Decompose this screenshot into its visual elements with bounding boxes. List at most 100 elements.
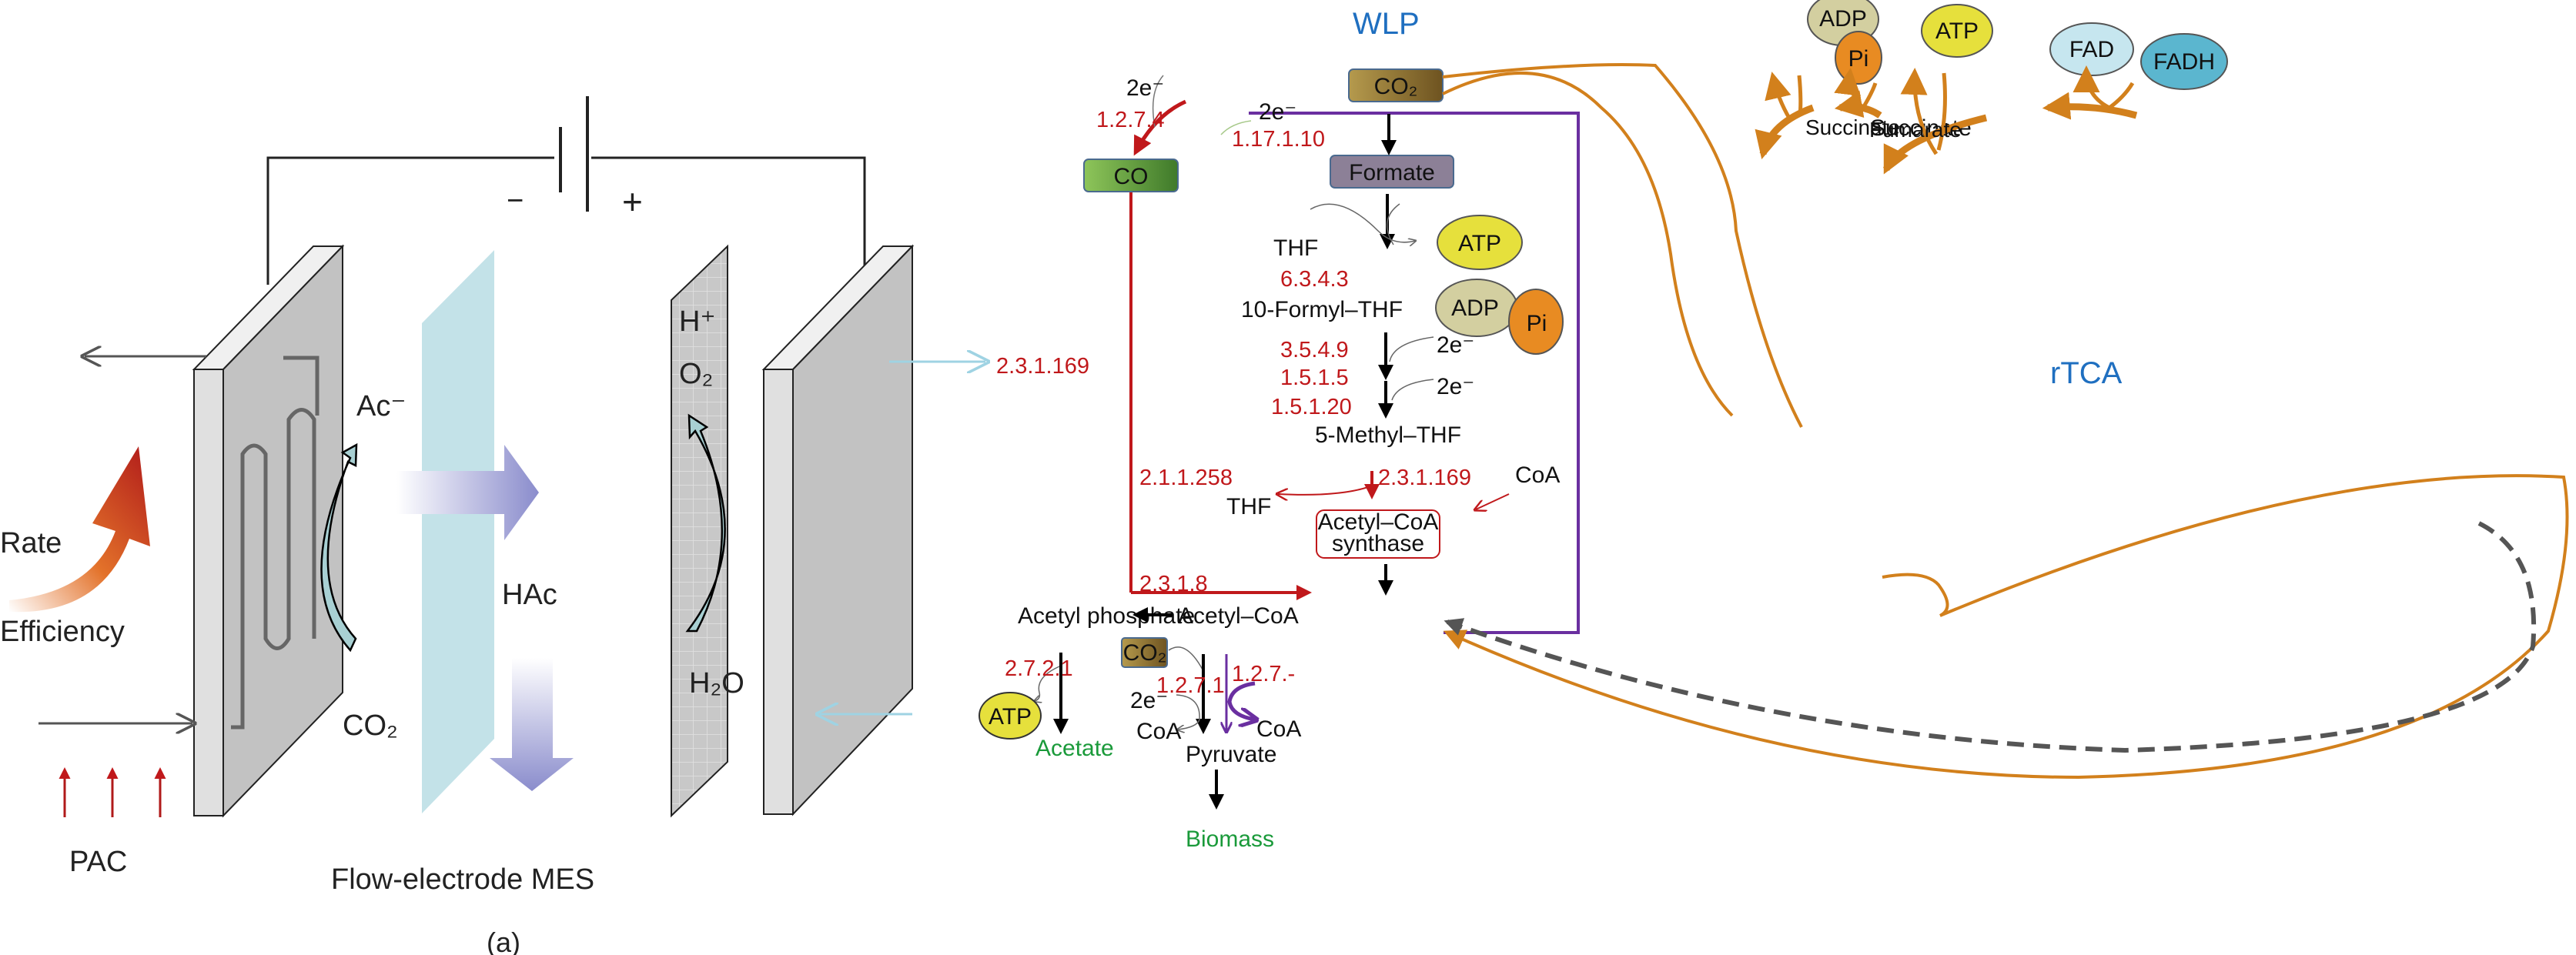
thf-output-label: THF: [1226, 494, 1271, 519]
co2-node-bottom: [1121, 637, 1168, 668]
panel-a-caption: (a): [487, 927, 520, 955]
panel-a: − + Ac⁻ CO₂ HAc H⁺ O₂ H₂O: [0, 96, 985, 955]
adp-pi-release-arrow: [1765, 72, 1792, 121]
electron-label-a: 2e⁻: [1126, 75, 1164, 101]
acetate-label: Acetate: [1035, 736, 1114, 761]
biomass-label: Biomass: [1186, 826, 1274, 852]
serpentine-flow-channel: [231, 356, 319, 730]
acetyl-coa-label: Acetyl–CoA: [1178, 603, 1299, 629]
o2-label: O₂: [679, 358, 713, 390]
panel-a-title: Flow-electrode MES: [331, 863, 594, 896]
ac-reaction-arrow: [320, 442, 358, 653]
ec-3549: 3.5.4.9: [1280, 338, 1349, 362]
acs-node-label-1: Acetyl–CoA: [1318, 509, 1439, 535]
purple-coa-release-arrow: [1227, 681, 1255, 720]
electron-curve-d: [1391, 379, 1434, 401]
ec-6343: 6.3.4.3: [1280, 267, 1349, 292]
ec-1515: 1.5.1.5: [1280, 366, 1349, 390]
atp-node-rtca-label: ATP: [1935, 18, 1979, 44]
ac-minus-label: Ac⁻: [356, 390, 406, 422]
ec-117110: 1.17.1.10: [1232, 127, 1325, 152]
fad-release-main: [2073, 65, 2111, 110]
fad-release-arrow: [1834, 68, 1865, 109]
fadh-input-main: [2108, 82, 2135, 109]
hac-down-arrow: [490, 658, 574, 791]
battery-minus-label: −: [507, 185, 524, 217]
pyruvate-label: Pyruvate: [1186, 742, 1276, 767]
coa-left-label: CoA: [1136, 719, 1181, 744]
ec-15120: 1.5.1.20: [1271, 395, 1352, 419]
electron-label-pyr: 2e⁻: [1130, 688, 1168, 713]
atp-node-wlp-label: ATP: [1458, 231, 1501, 256]
fad-node-label: FAD: [2069, 37, 2114, 62]
ec-1271: 1.2.7.1: [1156, 673, 1225, 698]
adp-node-wlp-label: ADP: [1451, 296, 1499, 321]
thf-input-curve: [1310, 203, 1415, 242]
co2-fixation-curve: [1168, 646, 1203, 670]
circuit-wire-right: [591, 156, 866, 289]
anode-plate: [761, 244, 915, 816]
electron-curve-1274: [1152, 75, 1164, 128]
battery-plus-label: +: [622, 182, 643, 222]
fadh-input-line: [1861, 82, 1878, 109]
ec-211258: 2.1.1.258: [1139, 466, 1233, 490]
methyl-thf-label: 5-Methyl–THF: [1315, 422, 1461, 448]
electron-curve-c: [1389, 336, 1434, 362]
h-plus-label: H⁺: [679, 306, 716, 338]
ec-1274: 1.2.7.4: [1096, 108, 1165, 132]
rate-efficiency-arrow: [9, 446, 150, 613]
atp-node-rtca: [1921, 4, 1993, 58]
adp-node-rtca-label: ADP: [1819, 6, 1867, 32]
electron-label-b: 2e⁻: [1259, 99, 1296, 125]
ec-231169-co: 2.3.1.169: [996, 354, 1089, 379]
electron-label-d: 2e⁻: [1437, 374, 1474, 399]
pi-node-rtca-label: Pi: [1848, 46, 1869, 72]
atp-node-acetate: [979, 692, 1042, 740]
rtca-to-acetylcoa-line: [1443, 474, 2569, 780]
purple-pathway-line: [1249, 112, 1580, 634]
ec-127x: 1.2.7.-: [1232, 662, 1295, 686]
rate-label: Rate: [0, 527, 62, 559]
atp-node-wlp: [1437, 215, 1523, 270]
co-node-label: CO: [1114, 164, 1149, 189]
hac-horizontal-arrow: [396, 445, 539, 540]
acs-node-label-2: synthase: [1332, 531, 1424, 556]
atp-input-line: [1797, 75, 1803, 116]
adp-release-main: [1900, 68, 1939, 155]
anode-mesh: [671, 244, 728, 818]
fumarate-label: Fumarate: [1869, 118, 1962, 142]
membrane: [422, 250, 494, 813]
coa-input-arrow: [1476, 493, 1510, 509]
fumarate-to-succinate-main-arrow: [2042, 92, 2138, 120]
atp-curve: [1386, 203, 1400, 245]
cathode-plate: [192, 244, 345, 818]
co2-to-co-arrow: [1133, 99, 1187, 156]
formyl-thf-label: 10-Formyl–THF: [1241, 297, 1403, 322]
electron-label-c: 2e⁻: [1437, 332, 1474, 358]
formate-node-label: Formate: [1349, 160, 1435, 185]
atp-release-curve: [1035, 666, 1060, 701]
rtca-title: rTCA: [2050, 356, 2123, 390]
atp-input-main: [1936, 72, 1947, 151]
formate-node: [1330, 155, 1454, 189]
succinate-to-succinylcoa-main-arrow: [1882, 114, 1988, 175]
wlp-title: WLP: [1353, 7, 1420, 41]
hac-label: HAc: [502, 579, 557, 611]
water-oxidation-arrow: [685, 413, 726, 633]
ec-2318: 2.3.1.8: [1139, 572, 1208, 596]
panel-b-wlp: WLP CO₂ CO Formate 2e⁻ 1.2.7.4 2e⁻ 1.17.…: [979, 7, 1580, 852]
fadh-node: [2140, 33, 2228, 90]
circuit-wire-left: [266, 156, 554, 285]
co2-to-rtca-line-upper: [1442, 63, 1803, 428]
succinate-to-succinylcoa-arrow: [1755, 104, 1815, 159]
co2-label: CO₂: [343, 710, 398, 742]
pi-node-wlp-label: Pi: [1527, 311, 1547, 336]
efficiency-label: Efficiency: [0, 616, 125, 648]
thf-input-label: THF: [1273, 235, 1318, 261]
co2-node-top-label: CO₂: [1374, 74, 1418, 99]
co2-node-top: [1348, 68, 1444, 102]
coa-input-label: CoA: [1515, 462, 1560, 488]
succinate-main-label: Succinate: [1805, 115, 1900, 139]
